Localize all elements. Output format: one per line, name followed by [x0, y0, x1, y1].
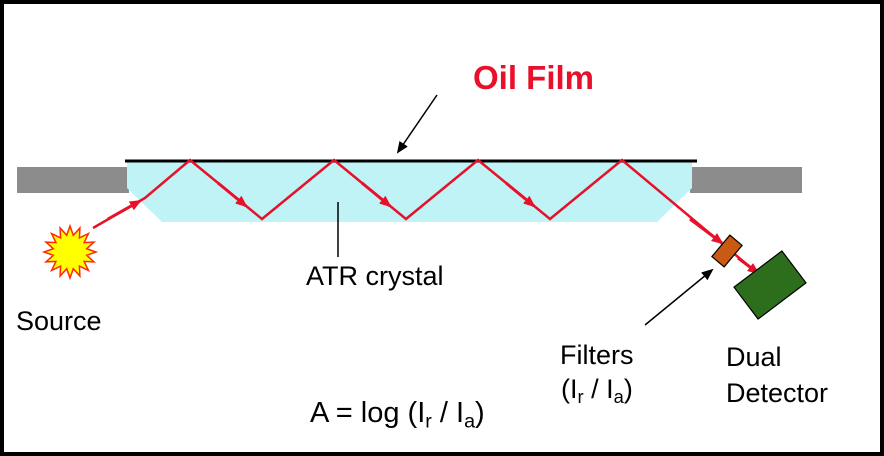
filters-pointer: [644, 268, 714, 326]
beam-arrow-3: [505, 181, 536, 208]
detector-box-icon: [733, 250, 807, 320]
filters-label: Filters: [560, 340, 634, 370]
diagram-title: Oil Film: [473, 59, 595, 96]
ratio-close: ): [623, 374, 633, 404]
absorbance-formula: A = log (Ir / Ia): [310, 399, 485, 432]
source-label: Source: [16, 306, 102, 336]
detector-label-line2: Detector: [726, 378, 829, 408]
sunburst-icon: [41, 223, 99, 281]
formula-sub-r: r: [425, 410, 432, 433]
formula-lhs: A = log (I: [310, 397, 426, 429]
filter-block-icon: [711, 234, 743, 268]
beam-arrow-source: [107, 199, 142, 221]
formula-close: ): [475, 397, 485, 429]
filters-ratio-label: (Ir / Ia): [561, 376, 633, 407]
beam-arrow-4: [689, 217, 724, 245]
oil-film-pointer: [396, 94, 438, 154]
detector-label-line1: Dual: [726, 342, 782, 372]
ratio-slash: / I: [583, 374, 614, 404]
beam-arrow-1: [217, 181, 248, 208]
beam-arrow-detector: [737, 256, 760, 275]
beam-arrow-2: [361, 181, 392, 208]
right-plate: [690, 167, 802, 193]
crystal-label: ATR crystal: [306, 261, 444, 291]
formula-sub-a: a: [464, 410, 476, 433]
atr-crystal: [127, 162, 692, 222]
ratio-sub-r: r: [577, 386, 584, 408]
ratio-sub-a: a: [613, 386, 624, 408]
left-plate: [17, 167, 129, 193]
ratio-open: (I: [561, 374, 578, 404]
formula-mid: / I: [431, 397, 465, 429]
